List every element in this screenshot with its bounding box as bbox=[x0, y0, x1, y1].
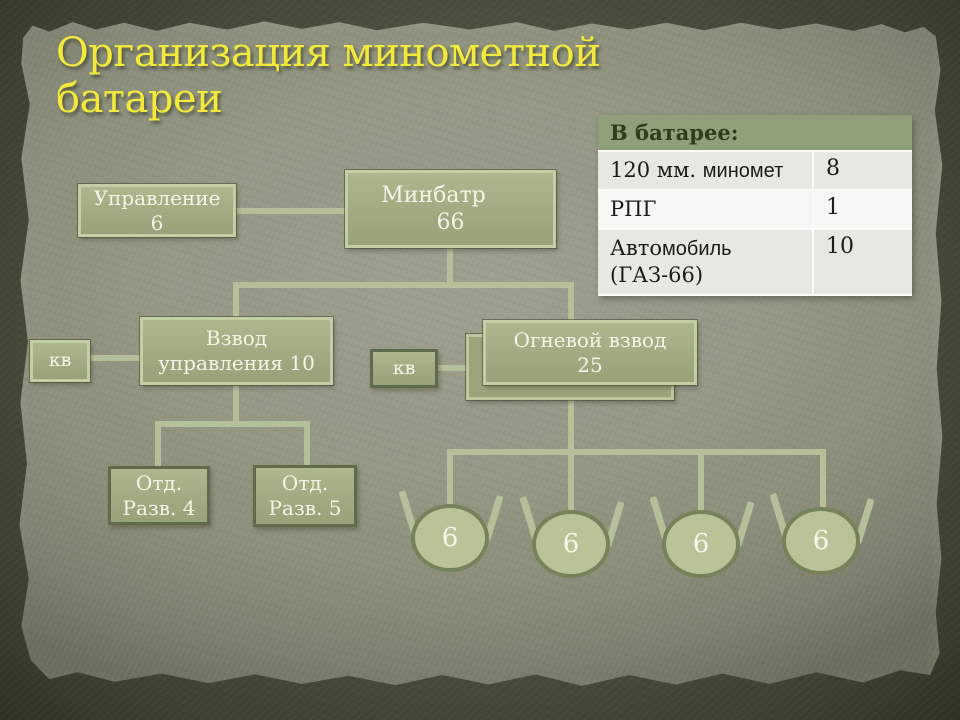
connector-line bbox=[90, 355, 140, 361]
org-node-battery: Минбатр 66 bbox=[345, 170, 556, 248]
org-node-kv-mid: кв bbox=[370, 349, 438, 388]
node-line1: кв bbox=[48, 349, 72, 372]
node-line2: Разв. 5 bbox=[268, 496, 342, 520]
connector-line bbox=[304, 421, 310, 466]
node-line2: Разв. 4 bbox=[122, 495, 196, 520]
connector-line bbox=[820, 449, 826, 509]
connector-line bbox=[233, 282, 574, 288]
org-node-control-platoon: Взвод управления 10 bbox=[140, 317, 333, 385]
table-cell-label: 120 мм. миномет bbox=[598, 152, 814, 190]
label-part: РПГ bbox=[610, 197, 657, 222]
connector-line bbox=[447, 449, 453, 507]
table-cell-value: 8 bbox=[826, 156, 840, 182]
battery-summary-table: В батарее: 120 мм. миномет 8 РПГ 1 Автом… bbox=[598, 115, 912, 296]
connector-line bbox=[438, 365, 466, 371]
connector-line bbox=[233, 385, 239, 427]
node-line2: управления 10 bbox=[158, 351, 315, 375]
connector-line bbox=[233, 282, 239, 318]
connector-line bbox=[236, 208, 345, 214]
node-line2: 6 bbox=[150, 210, 164, 235]
node-line1: Управление bbox=[93, 185, 221, 210]
org-node-fire-platoon: Огневой взвод 25 bbox=[483, 320, 697, 385]
connector-line bbox=[698, 449, 704, 512]
mortar-symbol: 6 bbox=[761, 489, 881, 593]
connector-line bbox=[155, 421, 161, 467]
node-line2: 25 bbox=[577, 352, 603, 377]
org-node-kv-left: кв bbox=[30, 340, 90, 382]
label-part: 120 мм. bbox=[610, 158, 703, 183]
node-line1: Отд. bbox=[135, 470, 183, 495]
table-cell-label: Автомобиль (ГАЗ-66) bbox=[598, 230, 814, 294]
node-line1: Отд. bbox=[281, 471, 329, 495]
mortar-count: 6 bbox=[441, 523, 459, 553]
connector-line bbox=[155, 421, 310, 427]
label-part: (ГАЗ-66) bbox=[610, 263, 704, 288]
slide-title: Организация минометной батареи bbox=[56, 30, 601, 122]
mortar-circle: 6 bbox=[411, 504, 489, 572]
table-row: Автомобиль (ГАЗ-66) 10 bbox=[598, 230, 912, 296]
mortar-symbol: 6 bbox=[641, 492, 761, 596]
table-row: 120 мм. миномет 8 bbox=[598, 152, 912, 192]
node-line1: кв bbox=[392, 356, 416, 379]
org-node-recon-squad-1: Отд. Разв. 4 bbox=[108, 466, 210, 525]
mortar-count: 6 bbox=[812, 526, 830, 556]
mortar-circle: 6 bbox=[782, 507, 860, 575]
label-part: Авто bbox=[610, 236, 662, 261]
table-cell-value: 10 bbox=[826, 234, 854, 260]
connector-line bbox=[447, 449, 826, 455]
node-line1: Взвод bbox=[205, 326, 268, 350]
table-cell-label: РПГ bbox=[598, 191, 814, 229]
label-part: миномет bbox=[702, 160, 784, 183]
org-node-recon-squad-2: Отд. Разв. 5 bbox=[253, 465, 357, 527]
node-line1: Минбатр bbox=[381, 182, 486, 208]
connector-line bbox=[447, 248, 453, 285]
mortar-count: 6 bbox=[562, 529, 580, 559]
table-cell-value: 1 bbox=[826, 195, 840, 221]
table-row: РПГ 1 bbox=[598, 191, 912, 231]
label-part: мобиль bbox=[662, 238, 732, 261]
org-node-command: Управление 6 bbox=[78, 184, 236, 237]
mortar-count: 6 bbox=[692, 529, 710, 559]
table-header: В батарее: bbox=[598, 115, 912, 153]
node-line2: 66 bbox=[436, 210, 465, 235]
mortar-circle: 6 bbox=[662, 510, 740, 578]
mortar-symbol: 6 bbox=[390, 486, 510, 590]
node-line1: Огневой взвод bbox=[513, 327, 667, 352]
mortar-circle: 6 bbox=[532, 510, 610, 578]
mortar-symbol: 6 bbox=[511, 492, 631, 596]
